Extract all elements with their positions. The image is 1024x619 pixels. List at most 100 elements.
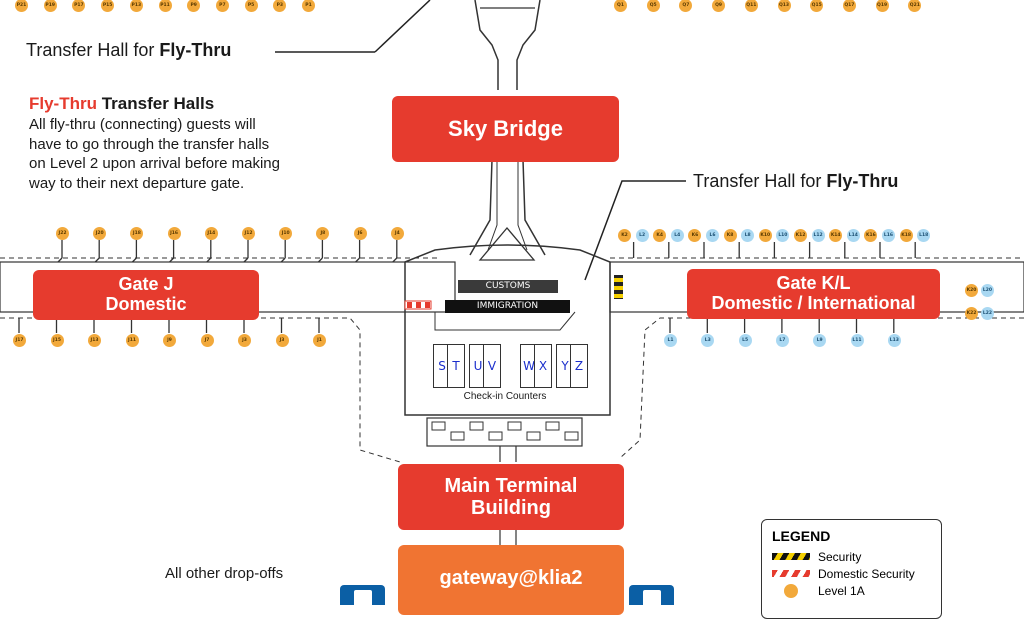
transfer-hall-label-right: Transfer Hall for Fly-Thru [693, 171, 899, 191]
checkin-counter-z[interactable]: Z [570, 344, 588, 388]
gate-k4[interactable]: K4 [653, 229, 667, 242]
customs-bar: CUSTOMS [458, 280, 558, 293]
gate-l14[interactable]: L14 [846, 229, 860, 242]
gate-p7[interactable]: P7 [215, 0, 229, 12]
gate-j-subtitle: Domestic [105, 294, 187, 314]
parking-icon [629, 585, 674, 605]
gate-k10[interactable]: K10 [758, 229, 772, 242]
info-body: All fly-thru (connecting) guests will ha… [29, 116, 280, 192]
gate-kl-box[interactable]: Gate K/L Domestic / International [687, 269, 940, 319]
gate-q7[interactable]: Q7 [679, 0, 693, 12]
gate-q9[interactable]: Q9 [712, 0, 726, 12]
gate-j7-5[interactable]: J7 [200, 334, 214, 347]
gate-k22[interactable]: K22 [965, 307, 978, 320]
gate-q11[interactable]: Q11 [744, 0, 758, 12]
main-terminal-line1: Main Terminal [444, 475, 578, 497]
gate-l20[interactable]: L20 [981, 284, 994, 297]
checkin-counter-t[interactable]: T [447, 344, 465, 388]
level-1a-swatch [784, 583, 798, 598]
gate-k16[interactable]: K16 [864, 229, 878, 242]
gate-l18[interactable]: L18 [917, 229, 931, 242]
gate-kl-subtitle: Domestic / International [711, 293, 916, 313]
gate-k2[interactable]: K2 [618, 229, 631, 242]
gate-l16[interactable]: L16 [882, 229, 895, 242]
gate-k8[interactable]: K8 [723, 229, 737, 242]
gate-j16[interactable]: J16 [167, 227, 181, 240]
gate-q15[interactable]: Q15 [810, 0, 824, 12]
gate-p15[interactable]: P15 [101, 0, 115, 12]
gate-p5[interactable]: P5 [244, 0, 258, 12]
gate-j17-0[interactable]: J17 [13, 334, 26, 347]
gate-j3-6[interactable]: J3 [238, 334, 251, 347]
gate-j8[interactable]: J8 [316, 227, 330, 240]
gate-q1[interactable]: Q1 [614, 0, 627, 12]
gate-j15-1[interactable]: J15 [50, 334, 64, 347]
gate-j3-7[interactable]: J3 [275, 334, 289, 347]
gate-j18[interactable]: J18 [130, 227, 144, 240]
gate-j-title: Gate J [118, 274, 174, 295]
gate-j14[interactable]: J14 [204, 227, 218, 240]
checkin-counter-x[interactable]: X [534, 344, 552, 388]
drop-offs-label: All other drop-offs [165, 565, 284, 582]
gate-k14[interactable]: K14 [829, 229, 843, 242]
gate-j4[interactable]: J4 [390, 227, 404, 240]
gate-j11-3[interactable]: J11 [125, 334, 139, 347]
legend: LEGEND Security Domestic Security Level … [761, 519, 942, 619]
info-title: Fly-Thru Transfer Halls [29, 94, 215, 113]
gate-l1[interactable]: L1 [664, 334, 677, 347]
gate-l11[interactable]: L11 [850, 334, 864, 347]
gate-p21[interactable]: P21 [15, 0, 28, 12]
main-terminal-line2: Building [471, 497, 551, 519]
legend-item-security: Security [772, 548, 941, 565]
immigration-bar: IMMIGRATION [445, 300, 570, 313]
gate-p13[interactable]: P13 [129, 0, 143, 12]
gate-kl-title: Gate K/L [776, 273, 851, 294]
gate-p19[interactable]: P19 [43, 0, 57, 12]
gate-l10[interactable]: L10 [776, 229, 790, 242]
checkin-counter-v[interactable]: V [483, 344, 501, 388]
gate-p1[interactable]: P1 [302, 0, 315, 12]
gate-q19[interactable]: Q19 [875, 0, 889, 12]
transfer-hall-label-top: Transfer Hall for Fly-Thru [26, 40, 232, 60]
gate-p9[interactable]: P9 [187, 0, 201, 12]
gateway-box[interactable]: gateway@klia2 [398, 545, 624, 615]
gate-j9-4[interactable]: J9 [163, 334, 176, 347]
legend-item-domestic-security: Domestic Security [772, 565, 941, 582]
gate-k18[interactable]: K18 [899, 229, 913, 242]
gate-p3[interactable]: P3 [273, 0, 287, 12]
fly-thru-info: Fly-Thru Transfer Halls All fly-thru (co… [29, 94, 359, 193]
gate-j20[interactable]: J20 [93, 227, 107, 240]
gate-j6[interactable]: J6 [353, 227, 367, 240]
gate-j1-8[interactable]: J1 [313, 334, 326, 347]
gate-q5[interactable]: Q5 [646, 0, 660, 12]
gate-j12[interactable]: J12 [242, 227, 255, 240]
gate-q17[interactable]: Q17 [842, 0, 856, 12]
gate-j13-2[interactable]: J13 [88, 334, 101, 347]
gate-l3[interactable]: L3 [701, 334, 715, 347]
gate-k6[interactable]: K6 [688, 229, 702, 242]
sky-bridge-label: Sky Bridge [448, 115, 563, 141]
gate-j-box[interactable]: Gate J Domestic [33, 270, 259, 320]
legend-title: LEGEND [772, 528, 831, 544]
gate-l2[interactable]: L2 [635, 229, 649, 242]
gate-l4[interactable]: L4 [670, 229, 684, 242]
gate-l12[interactable]: L12 [811, 229, 825, 242]
gate-l22[interactable]: L22 [981, 307, 994, 320]
gate-k12[interactable]: K12 [794, 229, 807, 242]
gate-k20[interactable]: K20 [965, 284, 978, 297]
gate-l8[interactable]: L8 [741, 229, 755, 242]
sky-bridge-box[interactable]: Sky Bridge [392, 96, 619, 162]
gate-p17[interactable]: P17 [72, 0, 86, 12]
gate-l7[interactable]: L7 [775, 334, 789, 347]
gate-l9[interactable]: L9 [813, 334, 827, 347]
gate-q21[interactable]: Q21 [908, 0, 922, 12]
checkin-label: Check-in Counters [463, 391, 547, 402]
main-terminal-box[interactable]: Main Terminal Building [398, 464, 624, 530]
gate-l6[interactable]: L6 [706, 229, 719, 242]
gate-l13[interactable]: L13 [887, 334, 901, 347]
gate-q13[interactable]: Q13 [777, 0, 791, 12]
gate-j10[interactable]: J10 [279, 227, 293, 240]
gate-p11[interactable]: P11 [158, 0, 172, 12]
gate-l5[interactable]: L5 [738, 334, 752, 347]
gate-j22[interactable]: J22 [56, 227, 69, 240]
